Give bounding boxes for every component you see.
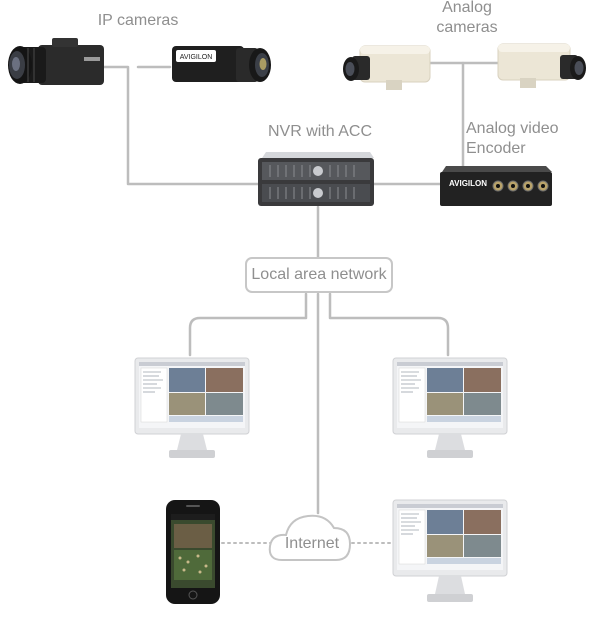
lan-monitor-right-link (328, 292, 450, 357)
nvr-server (258, 152, 374, 206)
analog-cameras-label-line1: Analog (442, 0, 492, 16)
internet-cloud-icon (268, 514, 352, 561)
smartphone (166, 500, 220, 604)
nvr-label: NVR with ACC (267, 123, 373, 140)
analog-camera-2 (497, 43, 586, 88)
encoder-logo-text: AVIGILON (449, 179, 487, 188)
analog-cameras-label-line2: cameras (436, 19, 498, 36)
monitor-left (134, 357, 250, 458)
ip-camera-2: AVIGILON (172, 46, 271, 82)
lan-label: Local area network (251, 266, 387, 283)
ip-cameras-label: IP cameras (97, 12, 179, 29)
lan-monitor-left-link (188, 292, 308, 357)
encoder-label-line1: Analog video (466, 120, 559, 137)
analog-video-encoder: AVIGILON (440, 166, 552, 206)
ip-camera-1-link (98, 65, 260, 186)
monitor-right (392, 357, 508, 458)
monitor-remote (392, 499, 508, 602)
analog-camera-1-link (426, 61, 465, 168)
encoder-label-line2: Encoder (466, 140, 526, 157)
camera-logo-text: AVIGILON (180, 54, 213, 61)
connector-lines (98, 61, 500, 515)
ip-camera-1 (8, 38, 104, 85)
analog-camera-1 (343, 45, 431, 90)
lan-node: Local area network (245, 257, 393, 293)
internet-label: Internet (284, 535, 340, 552)
